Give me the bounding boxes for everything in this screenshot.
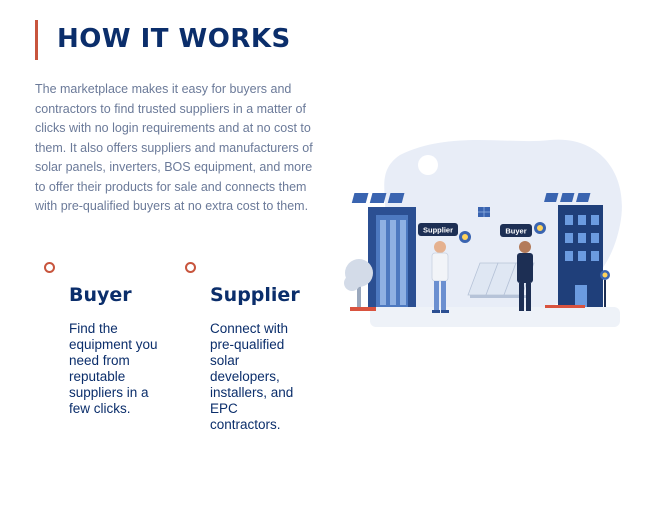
supplier-card: Supplier Connect with pre-qualified sola… [185,262,310,433]
buyer-person-icon [517,241,533,311]
buyer-tag-label: Buyer [505,227,526,236]
red-base-left [350,307,376,311]
lightbulb-icon [534,222,546,234]
buyer-card: Buyer Find the equipment you need from r… [44,262,169,417]
supplier-tag-label: Supplier [423,226,453,235]
red-base-right [545,305,585,308]
buyer-description: Find the equipment you need from reputab… [69,321,158,416]
supplier-title: Supplier [210,284,300,306]
supplier-tag: Supplier [418,223,458,236]
sun-circle [418,155,438,175]
ground [370,307,620,327]
title-accent-bar [35,20,38,60]
left-building-icon [351,193,416,307]
page-title: HOW IT WORKS [57,24,291,54]
buyer-tag: Buyer [500,224,532,237]
charging-post-icon [600,270,610,307]
supplier-person-icon [431,241,449,313]
intro-paragraph: The marketplace makes it easy for buyers… [35,82,313,213]
right-building-icon [544,193,603,307]
bullet-icon [44,262,55,273]
solar-marketplace-illustration: Supplier Buyer [344,139,622,327]
bullet-icon [185,262,196,273]
tree-icon [344,259,373,307]
supplier-description: Connect with pre-qualified solar develop… [210,321,294,432]
lightbulb-icon [459,231,471,243]
small-solar-panel-icon [478,207,490,217]
buyer-title: Buyer [69,284,132,306]
